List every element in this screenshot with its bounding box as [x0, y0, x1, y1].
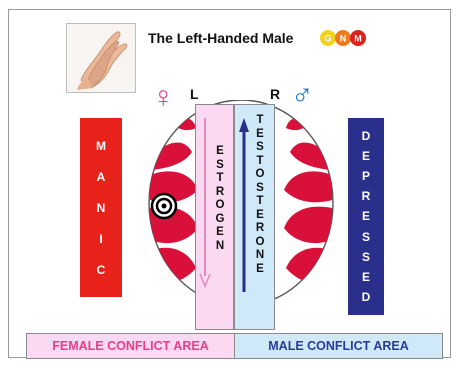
depressed-letter: S: [361, 229, 370, 244]
male-conflict-area-label: MALE CONFLICT AREA: [268, 339, 409, 353]
testosterone-letter: E: [256, 208, 264, 221]
testosterone-letter: R: [255, 222, 265, 234]
right-label: R: [270, 86, 281, 102]
manic-letter: N: [96, 200, 106, 215]
svg-text:G: G: [324, 34, 331, 44]
testosterone-letter: T: [256, 114, 264, 126]
testosterone-letter: N: [255, 249, 265, 261]
depressed-letter: D: [361, 289, 371, 304]
gnm-logo: G N M: [320, 30, 366, 46]
depressed-letter: E: [361, 149, 370, 164]
estrogen-letter: N: [215, 239, 225, 252]
estrogen-letter: S: [216, 158, 224, 171]
female-conflict-area: FEMALE CONFLICT AREA: [26, 333, 235, 359]
manic-letter: A: [96, 169, 106, 184]
male-conflict-area: MALE CONFLICT AREA: [234, 333, 443, 359]
testosterone-letter: O: [255, 168, 265, 180]
depressed-letter: P: [361, 169, 370, 184]
estrogen-letter: O: [215, 199, 225, 211]
left-label: L: [190, 86, 199, 102]
down-arrow: [199, 118, 211, 288]
target-marker: [150, 192, 178, 220]
testosterone-letter: O: [255, 235, 265, 248]
page-title: The Left-Handed Male: [148, 30, 294, 46]
depressed-letter: E: [361, 209, 370, 224]
manic-bar: M A N I C: [80, 118, 122, 297]
depressed-bar: D E P R E S S E D: [348, 118, 384, 315]
depressed-letter: D: [361, 129, 371, 144]
estrogen-band: [195, 104, 234, 330]
estrogen-letter: E: [216, 145, 224, 157]
manic-letter: M: [96, 138, 106, 153]
depressed-letter: S: [361, 249, 370, 264]
female-conflict-area-label: FEMALE CONFLICT AREA: [52, 339, 209, 353]
testosterone-letter: S: [256, 141, 264, 153]
depressed-letter: E: [361, 269, 370, 284]
testosterone-letter: E: [256, 262, 264, 275]
male-symbol: ♂: [291, 78, 314, 111]
svg-text:N: N: [340, 34, 347, 44]
right-lobe: [284, 206, 332, 244]
testosterone-band: [234, 104, 275, 330]
testosterone-letter: T: [256, 195, 264, 207]
estrogen-letter: G: [215, 212, 225, 225]
manic-letter: C: [96, 262, 106, 277]
testosterone-letter: S: [256, 181, 264, 194]
estrogen-label: E S T R O G E N: [212, 145, 228, 253]
testosterone-label: T E S T O S T E R O N E: [252, 114, 268, 276]
female-symbol: ♀: [152, 81, 175, 114]
left-lobe: [160, 284, 192, 306]
estrogen-letter: E: [216, 226, 224, 238]
testosterone-letter: E: [256, 127, 264, 140]
testosterone-letter: T: [256, 154, 264, 167]
manic-letter: I: [99, 231, 103, 246]
estrogen-letter: T: [216, 172, 224, 184]
up-arrow: [239, 118, 249, 292]
depressed-letter: R: [361, 189, 371, 204]
hands-clapping-image: [66, 23, 136, 93]
estrogen-letter: R: [215, 185, 225, 198]
svg-text:M: M: [354, 34, 362, 44]
right-lobe: [284, 171, 332, 203]
right-lobe: [290, 284, 322, 306]
